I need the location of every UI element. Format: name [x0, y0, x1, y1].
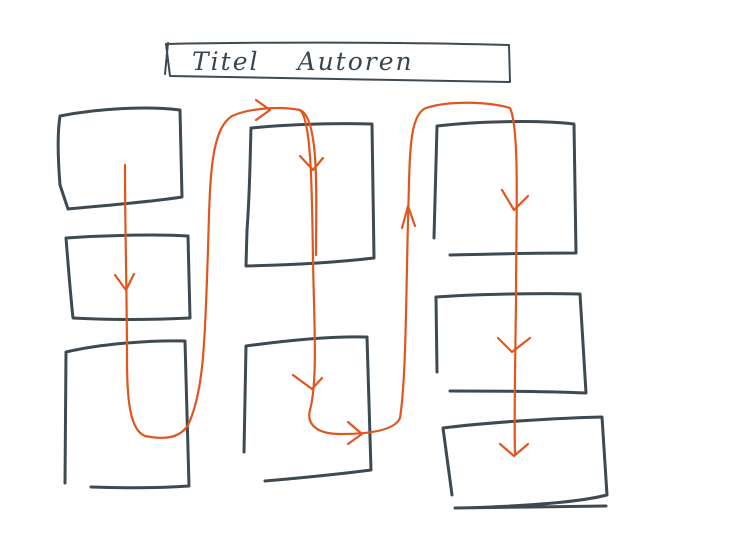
title-frame	[164, 41, 511, 83]
panel-col1-middle	[64, 233, 192, 321]
title-word: Titel	[192, 47, 260, 76]
arrowhead-top-right-1	[254, 98, 272, 122]
arrowhead-col1-down	[113, 272, 136, 292]
arrowhead-col2-bottom-down	[291, 373, 324, 391]
arrowhead-col3-top-down	[500, 188, 530, 212]
arrowhead-col3-bottom-down	[498, 442, 530, 458]
panel-col1-bottom	[63, 339, 191, 490]
panel-col2-top	[244, 122, 376, 268]
title-label: Titel Autoren	[192, 47, 414, 76]
panel-col3-bottom	[441, 415, 609, 510]
arrowhead-up	[400, 204, 417, 230]
panel-col1-top	[56, 106, 184, 211]
title-area: Titel Autoren	[164, 43, 510, 83]
arrowhead-col2-top-down	[298, 154, 325, 172]
arrowhead-bottom-right	[346, 420, 364, 446]
reading-flow-return	[298, 108, 318, 257]
panel-col3-top	[432, 120, 578, 257]
arrowhead-col3-middle-down	[496, 336, 532, 354]
reading-flow-path	[123, 101, 518, 457]
authors-word: Autoren	[297, 47, 414, 76]
panel-col3-middle	[434, 292, 588, 395]
panel-col2-bottom	[242, 335, 373, 483]
